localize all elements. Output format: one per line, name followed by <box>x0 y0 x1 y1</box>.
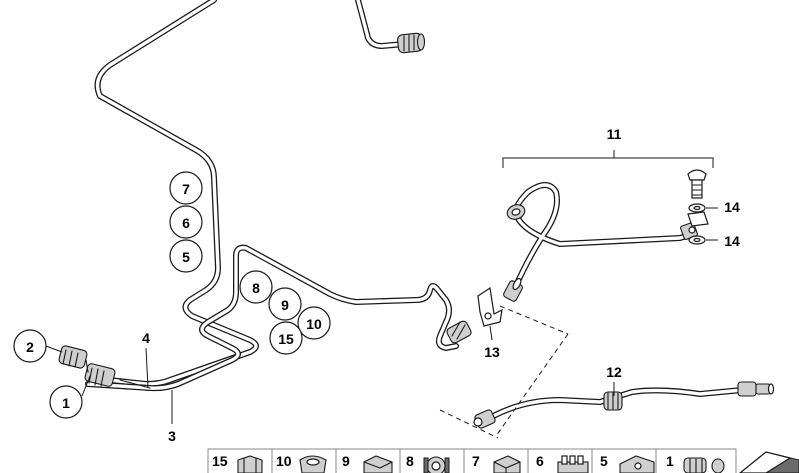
callout-10-text: 10 <box>306 316 322 332</box>
callout-5-text: 5 <box>182 249 190 265</box>
label-13: 13 <box>484 344 500 360</box>
pipe-nut-top <box>397 32 426 54</box>
leader-13 <box>489 325 493 341</box>
bleed-screw <box>687 169 707 199</box>
callout-1[interactable]: 1 <box>49 385 83 419</box>
thumbnail-strip: 15 10 9 8 7 <box>207 448 799 473</box>
hose-banjo <box>680 222 698 240</box>
callout-9[interactable]: 9 <box>268 287 302 321</box>
brake-hose-lower <box>473 381 775 429</box>
leader-2 <box>45 345 63 353</box>
dashed-line-3 <box>439 409 499 439</box>
brake-hose-upper <box>503 182 698 302</box>
label-3: 3 <box>168 428 176 444</box>
hose-end-fitting <box>503 277 523 302</box>
hose-grommet <box>506 204 526 220</box>
callout-6-text: 6 <box>182 215 190 231</box>
thumbnail-1-label: 1 <box>666 453 674 469</box>
thumbnail-7-label: 7 <box>472 453 480 469</box>
bracket-line-11 <box>502 150 714 168</box>
thumbnail-5-label: 5 <box>600 453 608 469</box>
thumbnail-9-label: 9 <box>342 453 350 469</box>
label-11: 11 <box>607 126 622 142</box>
dashed-line-1 <box>499 305 569 335</box>
thumbnail-15-label: 15 <box>212 453 228 469</box>
callout-15-text: 15 <box>278 331 294 347</box>
callout-15[interactable]: 15 <box>269 321 303 355</box>
callout-8[interactable]: 8 <box>239 270 273 304</box>
brake-pipe-upper <box>355 0 426 54</box>
callout-5[interactable]: 5 <box>169 239 203 273</box>
callout-7-text: 7 <box>182 181 190 197</box>
callout-1-text: 1 <box>62 395 70 411</box>
thumbnail-6-label: 6 <box>536 453 544 469</box>
leader-1 <box>81 375 91 397</box>
thumbnail-8[interactable]: 8 <box>399 448 465 473</box>
next-arrow-icon[interactable] <box>739 451 799 473</box>
thumbnail-1[interactable]: 1 <box>655 448 737 473</box>
bracket <box>477 286 503 327</box>
thumbnail-5[interactable]: 5 <box>591 448 657 473</box>
callout-7[interactable]: 7 <box>169 171 203 205</box>
hose-sleeve <box>603 391 623 411</box>
hose-end-right <box>737 381 775 397</box>
label-12: 12 <box>606 364 622 380</box>
leader-4 <box>145 347 149 389</box>
label-14-upper: 14 <box>724 199 740 215</box>
label-4: 4 <box>142 330 150 346</box>
washer-lower <box>688 235 706 245</box>
brake-pipe-rear <box>85 244 472 392</box>
callout-8-text: 8 <box>252 280 260 296</box>
thumbnail-9[interactable]: 9 <box>335 448 401 473</box>
callout-2[interactable]: 2 <box>13 329 47 363</box>
callout-6[interactable]: 6 <box>169 205 203 239</box>
washer-upper <box>687 203 709 227</box>
callout-9-text: 9 <box>281 297 289 313</box>
thumbnail-7[interactable]: 7 <box>463 448 529 473</box>
thumbnail-6[interactable]: 6 <box>527 448 593 473</box>
callout-10[interactable]: 10 <box>297 306 331 340</box>
callout-2-text: 2 <box>26 339 34 355</box>
brake-pipe-main <box>87 0 259 387</box>
thumbnail-10-label: 10 <box>276 453 292 469</box>
thumbnail-8-label: 8 <box>406 453 414 469</box>
pipe-nut-rear <box>446 320 472 344</box>
thumbnail-15[interactable]: 15 <box>207 448 273 473</box>
dashed-line-2 <box>495 333 569 437</box>
thumbnail-10[interactable]: 10 <box>271 448 337 473</box>
fitting-left <box>58 345 151 389</box>
label-14-lower: 14 <box>724 233 740 249</box>
hose-end-left <box>473 409 496 429</box>
